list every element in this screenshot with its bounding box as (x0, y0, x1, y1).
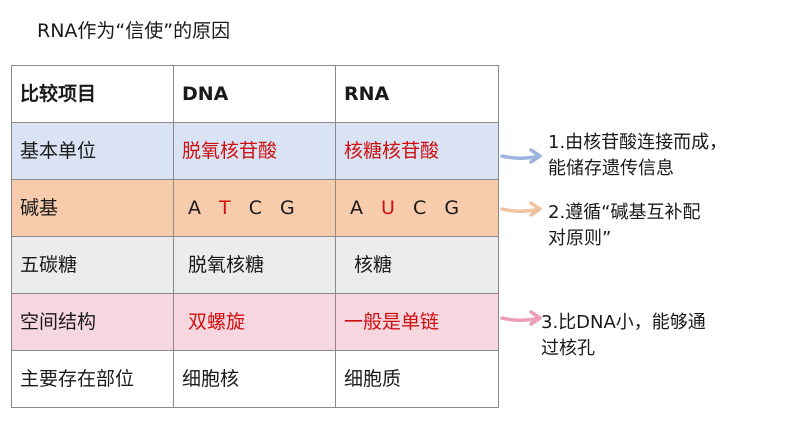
note-line: 1.由核苷酸连接而成， (548, 132, 728, 153)
base: A (188, 197, 207, 219)
rna-value: A U C G (335, 179, 499, 237)
dna-value: 脱氧核糖 (173, 236, 336, 294)
note-line: 过核孔 (541, 338, 595, 359)
dna-value: 脱氧核苷酸 (173, 122, 336, 180)
note-2: 2.遵循“碱基互补配 对原则” (548, 200, 701, 252)
arrow-right-icon (500, 201, 542, 217)
note-line: 对原则” (548, 228, 612, 249)
table-row-structure: 空间结构 双螺旋 一般是单链 (11, 293, 499, 351)
base-highlight: T (219, 197, 237, 219)
dna-value: A T C G (173, 179, 336, 237)
base: G (280, 197, 301, 219)
row-label: 碱基 (11, 179, 174, 237)
row-label: 五碳糖 (11, 236, 174, 294)
note-line: 能储存遗传信息 (548, 158, 674, 179)
table-row-basic-unit: 基本单位 脱氧核苷酸 核糖核苷酸 (11, 122, 499, 180)
table-header-row: 比较项目 DNA RNA (11, 65, 499, 123)
comparison-table: 比较项目 DNA RNA 基本单位 脱氧核苷酸 核糖核苷酸 碱基 A T C G… (11, 65, 499, 408)
rna-value: 核糖核苷酸 (335, 122, 499, 180)
table-row-pentose: 五碳糖 脱氧核糖 核糖 (11, 236, 499, 294)
row-label: 主要存在部位 (11, 350, 174, 408)
note-1: 1.由核苷酸连接而成， 能储存遗传信息 (548, 130, 727, 182)
header-cell-item: 比较项目 (11, 65, 174, 123)
note-line: 2.遵循“碱基互补配 (548, 202, 701, 223)
page-title: RNA作为“信使”的原因 (37, 20, 231, 42)
rna-value: 细胞质 (335, 350, 499, 408)
header-cell-rna: RNA (335, 65, 499, 123)
note-3: 3.比DNA小，能够通 过核孔 (541, 310, 706, 362)
base: C (248, 197, 268, 219)
table-row-location: 主要存在部位 细胞核 细胞质 (11, 350, 499, 408)
table-row-bases: 碱基 A T C G A U C G (11, 179, 499, 237)
row-label: 空间结构 (11, 293, 174, 351)
arrow-right-icon (500, 310, 542, 326)
base: G (444, 197, 466, 219)
rna-value: 一般是单链 (335, 293, 499, 351)
dna-value: 双螺旋 (173, 293, 336, 351)
base: C (413, 197, 433, 219)
base: A (350, 197, 369, 219)
dna-value: 细胞核 (173, 350, 336, 408)
base-highlight: U (381, 197, 401, 219)
arrow-right-icon (500, 148, 542, 164)
header-cell-dna: DNA (173, 65, 336, 123)
note-line: 3.比DNA小，能够通 (541, 312, 706, 333)
row-label: 基本单位 (11, 122, 174, 180)
rna-value: 核糖 (335, 236, 499, 294)
